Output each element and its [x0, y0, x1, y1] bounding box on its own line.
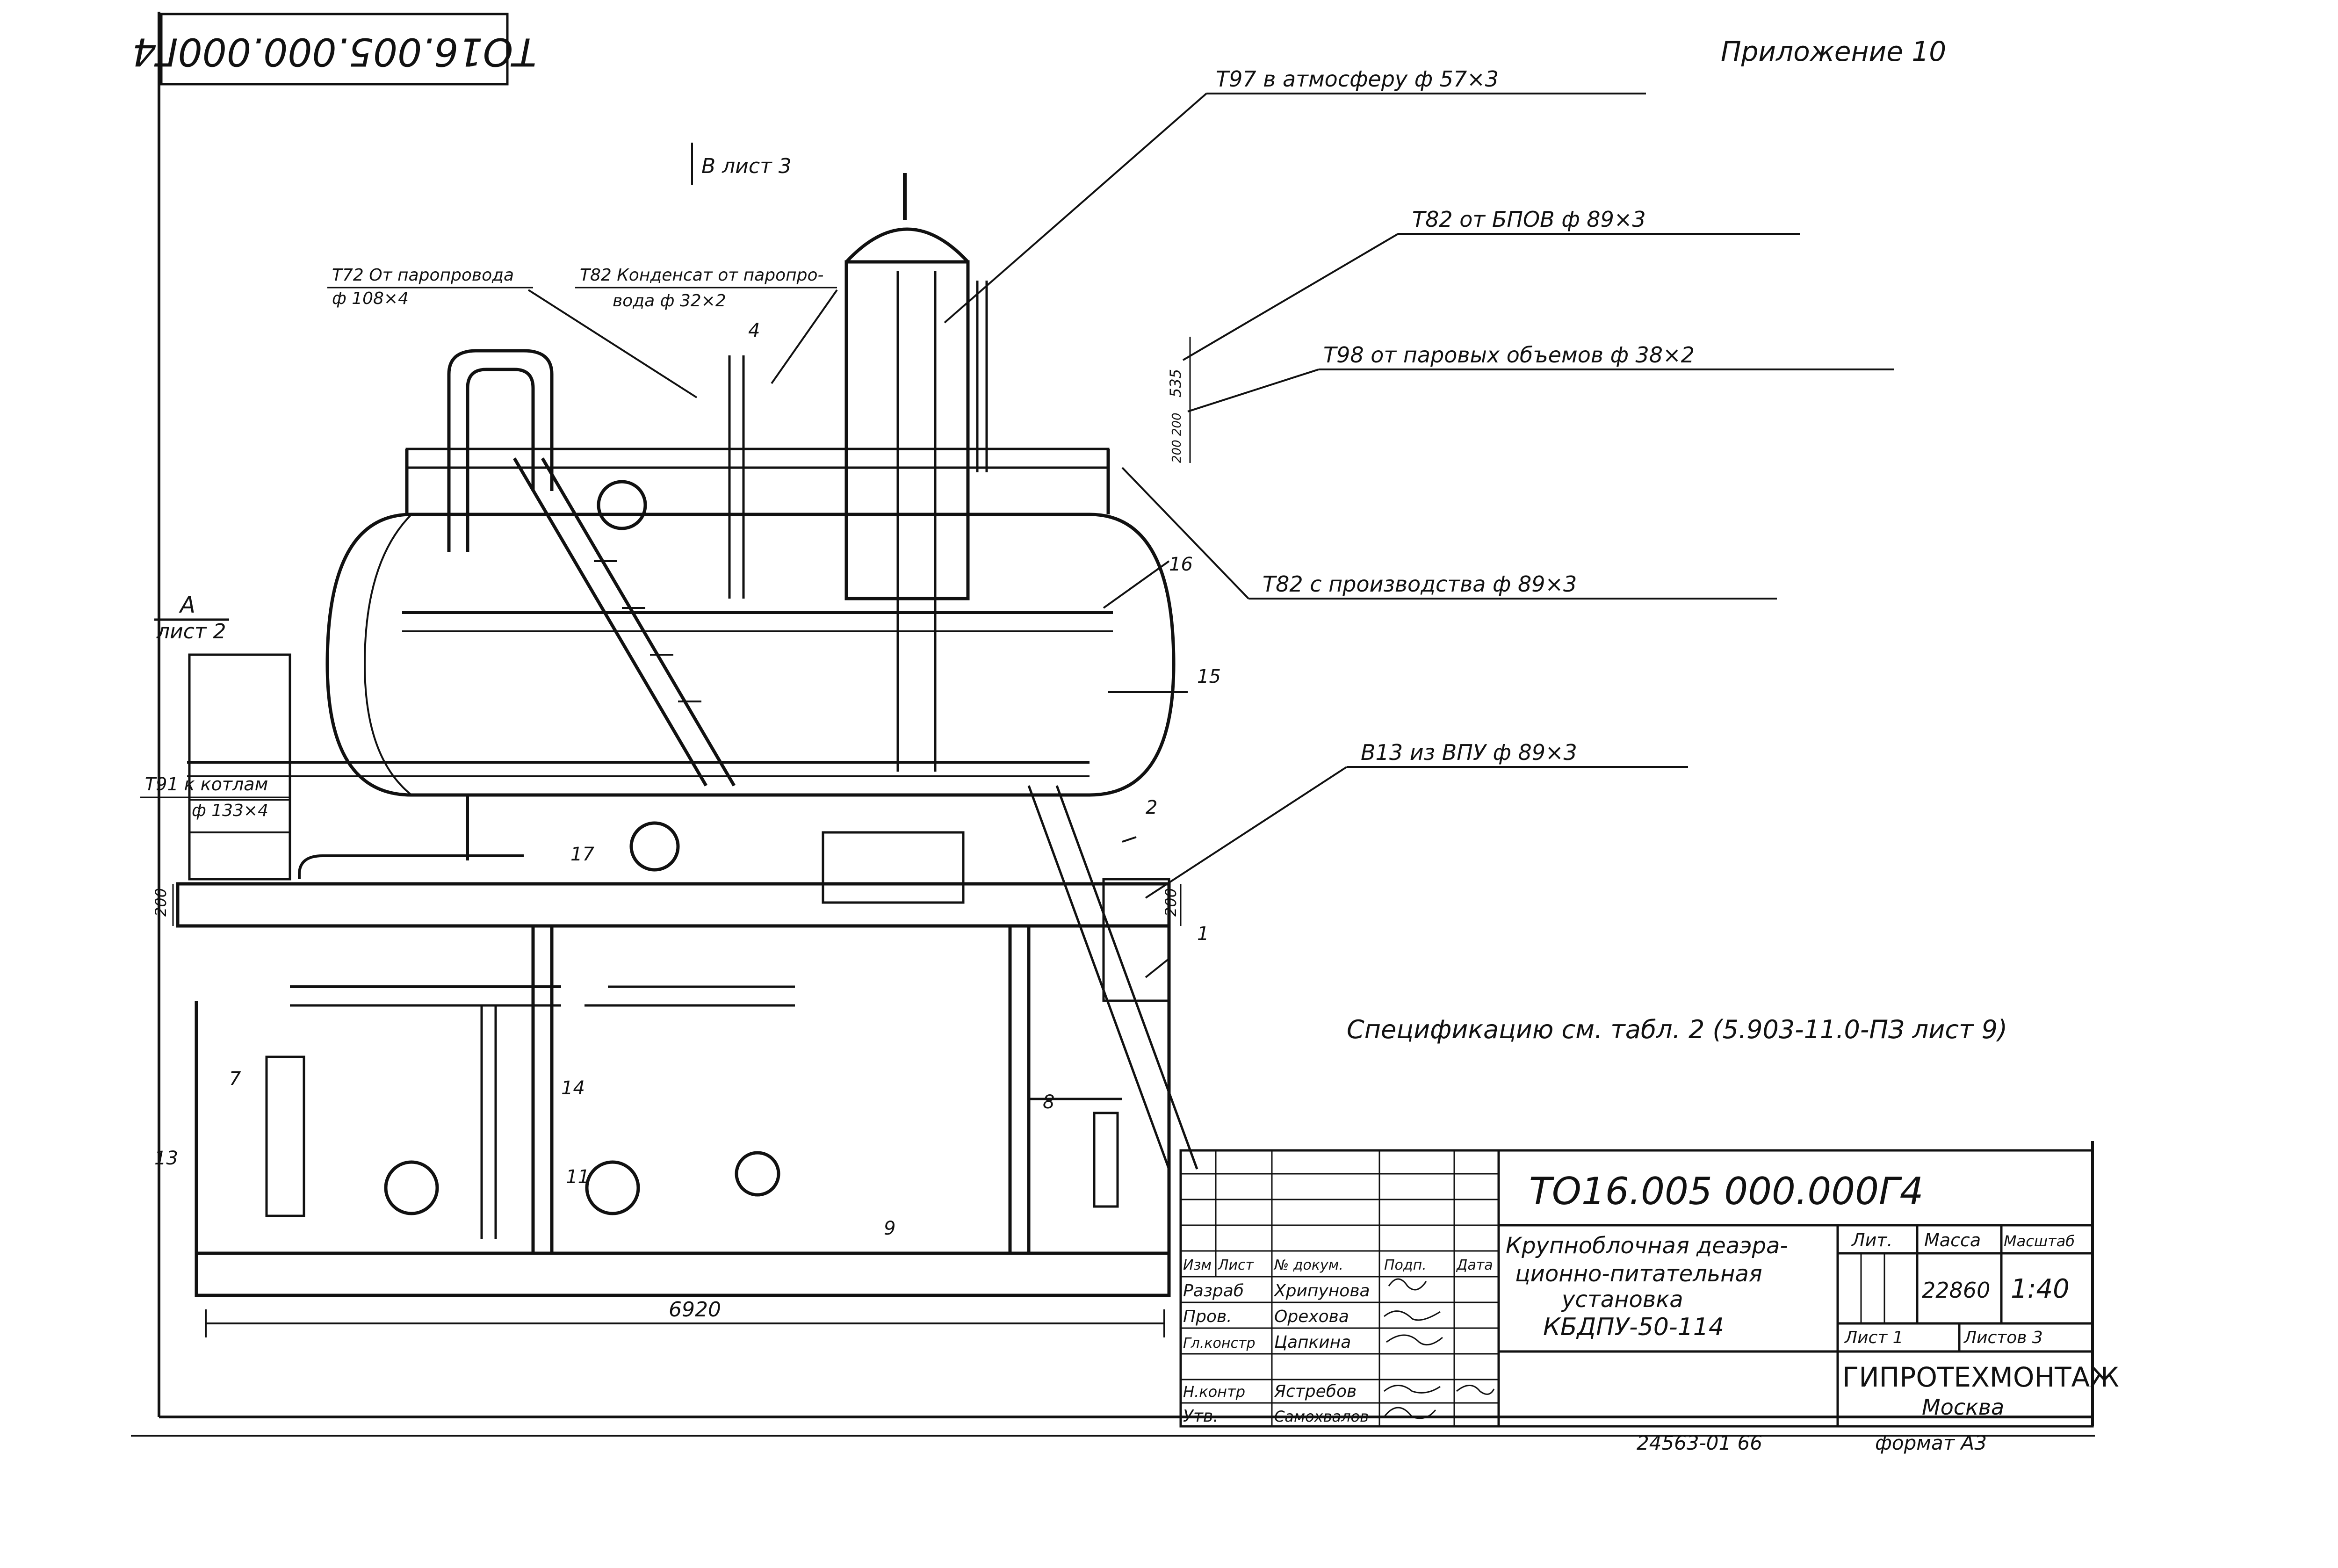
dimension-200-stack: 200 200: [1170, 412, 1184, 463]
dimensions: 6920 200 200 535 200 200: [152, 337, 1191, 1337]
rotated-code-stamp: ТО16.005.000.000Г4: [132, 13, 537, 86]
position-numbers: 1 2 4 7 8 9 11 13 14 15 16 17: [154, 320, 1221, 1239]
position-9: 9: [884, 1218, 895, 1239]
row-normcontrol-name: Ястребов: [1274, 1382, 1357, 1401]
row-approved-role: Утв.: [1183, 1407, 1219, 1426]
callout-leaders: [527, 93, 1894, 978]
callout-t82-condensate-dim: вода ф 32×2: [613, 291, 726, 311]
position-16: 16: [1169, 554, 1193, 575]
callout-t97: Т97 в атмосферу ф 57×3: [1216, 66, 1499, 92]
dimension-6920: 6920: [669, 1298, 721, 1322]
drawing-frame: [131, 12, 2095, 1437]
organization: ГИПРОТЕХМОНТАЖ: [1842, 1361, 2119, 1393]
position-1: 1: [1197, 923, 1209, 945]
header-list: Лист: [1218, 1257, 1255, 1273]
callout-b13: В13 из ВПУ ф 89×3: [1361, 740, 1577, 765]
header-sign: Подп.: [1384, 1257, 1427, 1273]
header-izm: Изм: [1183, 1257, 1212, 1273]
position-13: 13: [154, 1148, 178, 1169]
row-developer-role: Разраб: [1183, 1281, 1244, 1301]
position-4: 4: [748, 320, 760, 341]
position-11: 11: [566, 1166, 590, 1188]
equipment-drawing: [176, 173, 1198, 1297]
position-2: 2: [1146, 797, 1157, 818]
view-reference: В лист 3: [701, 154, 792, 178]
row-developer-name: Хрипунова: [1273, 1281, 1370, 1301]
callout-labels: Т97 в атмосферу ф 57×3 Т82 от БПОВ ф 89×…: [140, 66, 1695, 820]
callout-t72-dim: ф 108×4: [332, 289, 409, 308]
lit-label: Лит.: [1851, 1230, 1893, 1250]
section-mark-a: А лист 2: [154, 592, 229, 643]
row-chief-role: Гл.констр: [1183, 1335, 1256, 1351]
callout-t82-condensate: Т82 Конденсат от паропро-: [580, 266, 824, 285]
footer-format: формат А3: [1875, 1431, 1987, 1454]
title-block: ТО16.005 000.000Г4 Крупноблочная деаэра-…: [1179, 1149, 2119, 1428]
callout-t82-production: Т82 с производства ф 89×3: [1263, 571, 1577, 597]
callout-t91: Т91 к котлам: [145, 774, 268, 795]
row-approved-name: Самохвалов: [1274, 1408, 1369, 1425]
position-7: 7: [229, 1068, 241, 1090]
callout-t82-bpov: Т82 от БПОВ ф 89×3: [1412, 207, 1646, 232]
svg-text:лист 2: лист 2: [156, 620, 226, 643]
callout-t98: Т98 от паровых объемов ф 38×2: [1323, 342, 1695, 368]
scale-value: 1:40: [2011, 1274, 2070, 1304]
scale-label: Масштаб: [2004, 1232, 2075, 1250]
svg-text:А: А: [179, 592, 195, 618]
city: Москва: [1922, 1395, 2004, 1420]
title-block-code: ТО16.005 000.000Г4: [1529, 1170, 1923, 1213]
footer-doc-number: 24563-01 66: [1637, 1431, 1762, 1454]
dimension-535: 535: [1167, 369, 1184, 397]
dimension-200-right: 200: [1162, 888, 1180, 917]
position-17: 17: [570, 844, 594, 865]
title-line-3: установка: [1561, 1286, 1683, 1313]
position-14: 14: [561, 1077, 585, 1099]
callout-t91-dim: ф 133×4: [192, 801, 268, 820]
row-checker-name: Орехова: [1274, 1307, 1349, 1326]
title-line-2: ционно-питательная: [1515, 1261, 1762, 1287]
signatures: [1383, 1278, 1495, 1419]
rotated-code-text: ТО16.005.000.000Г4: [132, 29, 537, 74]
mass-value: 22860: [1922, 1278, 1990, 1303]
row-checker-role: Пров.: [1183, 1307, 1232, 1326]
header-date: Дата: [1456, 1257, 1493, 1273]
sheets-label: Листов 3: [1963, 1328, 2043, 1347]
specification-note: Спецификацию см. табл. 2 (5.903-11.0-ПЗ …: [1347, 1015, 2007, 1044]
appendix-label: Приложение 10: [1721, 36, 1946, 67]
mass-label: Масса: [1924, 1230, 1981, 1250]
row-chief-name: Цапкина: [1274, 1333, 1351, 1352]
row-normcontrol-role: Н.контр: [1183, 1383, 1245, 1401]
title-line-4: КБДПУ-50-114: [1543, 1313, 1724, 1341]
callout-t72: Т72 От паропровода: [332, 266, 514, 285]
dimension-200-left: 200: [152, 888, 170, 917]
header-doc: № докум.: [1273, 1257, 1343, 1273]
title-line-1: Крупноблочная деаэра-: [1506, 1233, 1788, 1259]
sheet-label: Лист 1: [1844, 1328, 1904, 1347]
position-8: 8: [1043, 1091, 1054, 1113]
position-15: 15: [1197, 666, 1221, 687]
